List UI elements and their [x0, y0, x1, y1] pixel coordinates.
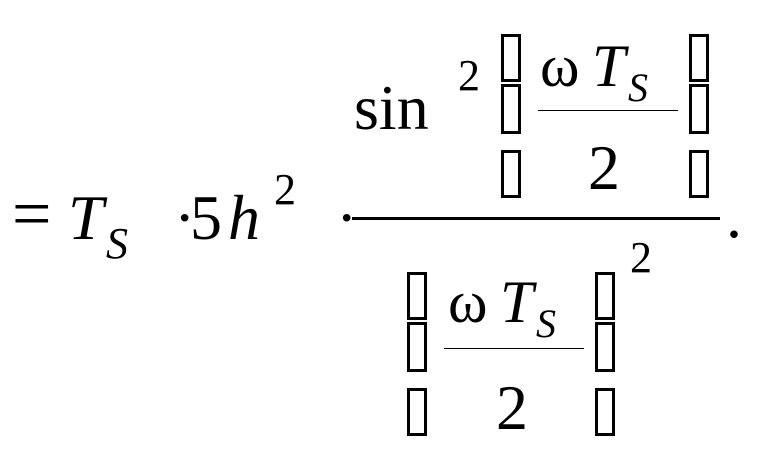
numerator-left-bracket-middle — [501, 84, 521, 134]
main-fraction-bar — [352, 217, 720, 220]
numerator-left-bracket-bottom — [501, 150, 521, 198]
numerator-T: T — [592, 33, 626, 99]
sin-superscript: 2 — [458, 51, 480, 100]
denominator-T-subscript: S — [536, 301, 556, 346]
equals-sign: = — [12, 176, 52, 253]
numerator-right-bracket-top — [689, 34, 709, 82]
denominator-denominator-two: 2 — [496, 372, 528, 443]
h-variable: h — [228, 182, 260, 253]
trailing-period: . — [726, 180, 742, 251]
numerator-T-subscript: S — [628, 65, 648, 110]
lead-T: T — [68, 182, 104, 253]
denominator-inner-fraction-bar — [444, 348, 584, 349]
denominator-left-bracket-middle — [407, 322, 427, 372]
sin-function: sin — [354, 72, 429, 143]
lead-T-subscript: S — [106, 219, 128, 268]
denominator-omega: ω — [448, 269, 488, 335]
numerator-inner-fraction-bar — [538, 110, 678, 111]
dot-operator-1: · — [174, 182, 196, 253]
denominator-right-bracket-bottom — [595, 388, 615, 436]
numerator-left-bracket-top — [501, 34, 521, 82]
denominator-superscript: 2 — [630, 233, 652, 282]
denominator-right-bracket-middle — [595, 322, 615, 372]
numerator-omega: ω — [540, 33, 580, 99]
numerator-right-bracket-middle — [689, 84, 709, 134]
coefficient-five: 5 — [190, 182, 222, 253]
denominator-right-bracket-top — [595, 272, 615, 320]
denominator-left-bracket-top — [407, 272, 427, 320]
dot-operator-2: · — [336, 182, 358, 253]
numerator-denominator-two: 2 — [588, 132, 620, 203]
numerator-right-bracket-bottom — [689, 150, 709, 198]
denominator-left-bracket-bottom — [407, 388, 427, 436]
denominator-T: T — [500, 269, 534, 335]
h-superscript: 2 — [274, 165, 296, 214]
